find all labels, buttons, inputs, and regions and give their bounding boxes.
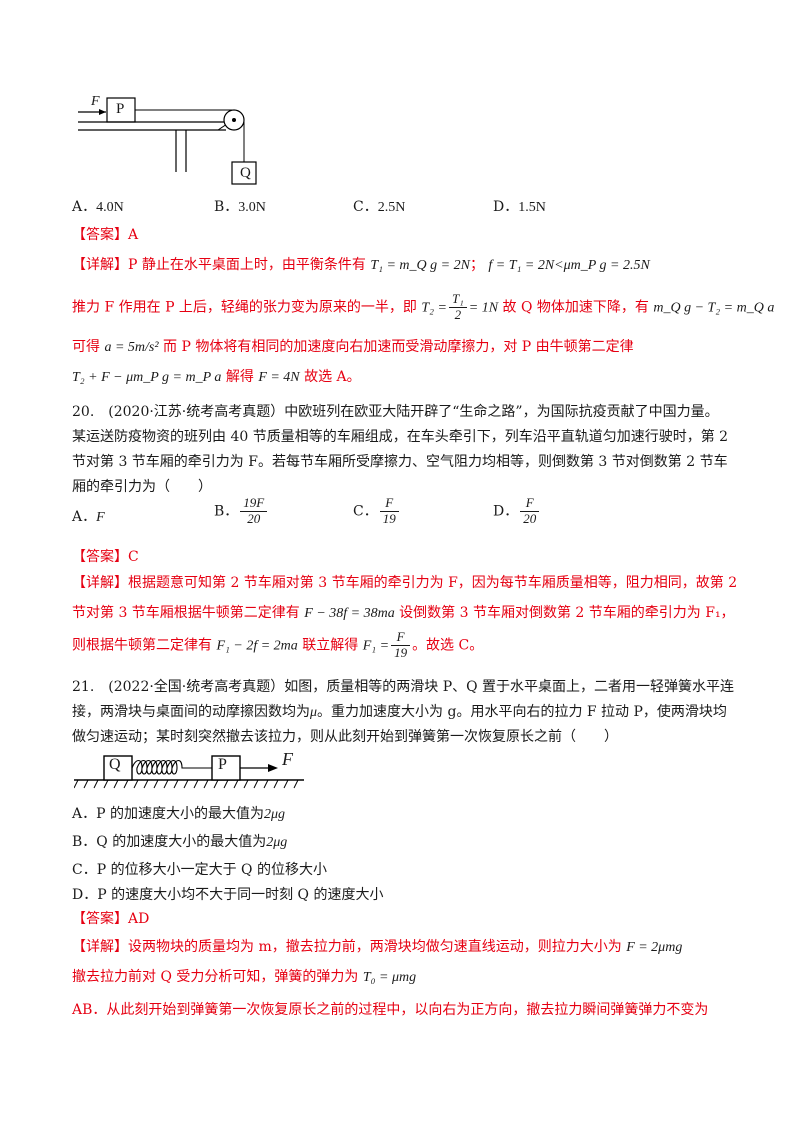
q21-option-b: B．Q 的加速度大小的最大值为2μg: [72, 834, 288, 850]
spring-block-q-label: Q: [109, 756, 121, 773]
q20-stem-line2: 某运送防疫物资的班列由 40 节质量相等的车厢组成，在车头牵引下，列车沿平直轨道…: [72, 429, 729, 445]
q20-detail-line2: 节对第 3 节车厢根据牛顿第二定律有 F − 38f = 38ma 设倒数第 3…: [72, 605, 735, 621]
q19-option-c: C．2.5N: [353, 199, 406, 215]
spring-figure: [74, 755, 304, 789]
q20-answer: 【答案】C: [72, 549, 139, 565]
q20-option-a: A．F: [72, 509, 105, 525]
block-p-label: P: [116, 101, 125, 117]
q19-detail-line4: T₂ + F − μm_P g = m_P a 解得 F = 4N 故选 A。: [72, 369, 361, 385]
q21-option-d: D．P 的速度大小均不大于同一时刻 Q 的速度大小: [72, 887, 384, 903]
q20-stem-line1: 20. (2020·江苏·统考高考真题）中欧班列在欧亚大陆开辟了“生命之路”，为…: [72, 404, 719, 420]
q21-answer: 【答案】AD: [72, 911, 150, 927]
q20-stem-line4: 厢的牵引力为（ ）: [72, 479, 212, 495]
q21-stem-line1: 21. (2022·全国·统考高考真题）如图，质量相等的两滑块 P、Q 置于水平…: [72, 679, 735, 695]
q21-detail-line2: 撤去拉力前对 Q 受力分析可知，弹簧的弹力为 T₀ = μmg: [72, 969, 417, 985]
q21-detail-line3: AB．从此刻开始到弹簧第一次恢复原长之前的过程中，以向右为正方向，撤去拉力瞬间弹…: [72, 1002, 709, 1018]
q19-option-a: A．4.0N: [72, 199, 124, 215]
q21-stem-line3: 做匀速运动；某时刻突然撤去该拉力，则从此刻开始到弹簧第一次恢复原长之前（ ）: [72, 729, 618, 745]
q19-option-d: D．1.5N: [493, 199, 546, 215]
force-label: F: [91, 94, 100, 109]
q20-detail-line1: 【详解】根据题意可知第 2 节车厢对第 3 节车厢的牵引力为 F，因为每节车厢质…: [72, 575, 738, 591]
q21-stem-line2: 接，两滑块与桌面间的动摩擦因数均为μ。重力加速度大小为 g。用水平向右的拉力 F…: [72, 704, 727, 720]
q21-option-c: C．P 的位移大小一定大于 Q 的位移大小: [72, 862, 327, 878]
spring-block-p-label: P: [218, 756, 227, 773]
q19-answer: 【答案】A: [72, 227, 139, 243]
q19-detail-line3: 可得 a = 5m/s² 而 P 物体将有相同的加速度向右加速而受滑动摩擦力，对…: [72, 339, 634, 355]
q19-detail-line1: 【详解】P 静止在水平桌面上时，由平衡条件有 T₁ = m_Q g = 2N； …: [72, 257, 650, 273]
q20-stem-line3: 节对第 3 节车厢的牵引力为 F。若每节车厢所受摩擦力、空气阻力均相等，则倒数第…: [72, 454, 728, 470]
q21-detail-line1: 【详解】设两物块的质量均为 m，撤去拉力前，两滑块均做匀速直线运动，则拉力大小为…: [72, 939, 683, 955]
q19-option-b: B．3.0N: [214, 199, 266, 215]
block-q-label: Q: [240, 165, 251, 181]
pulley-figure: [78, 97, 257, 185]
q21-option-a: A．P 的加速度大小的最大值为2μg: [72, 806, 286, 822]
spring-force-label: F: [282, 749, 293, 769]
